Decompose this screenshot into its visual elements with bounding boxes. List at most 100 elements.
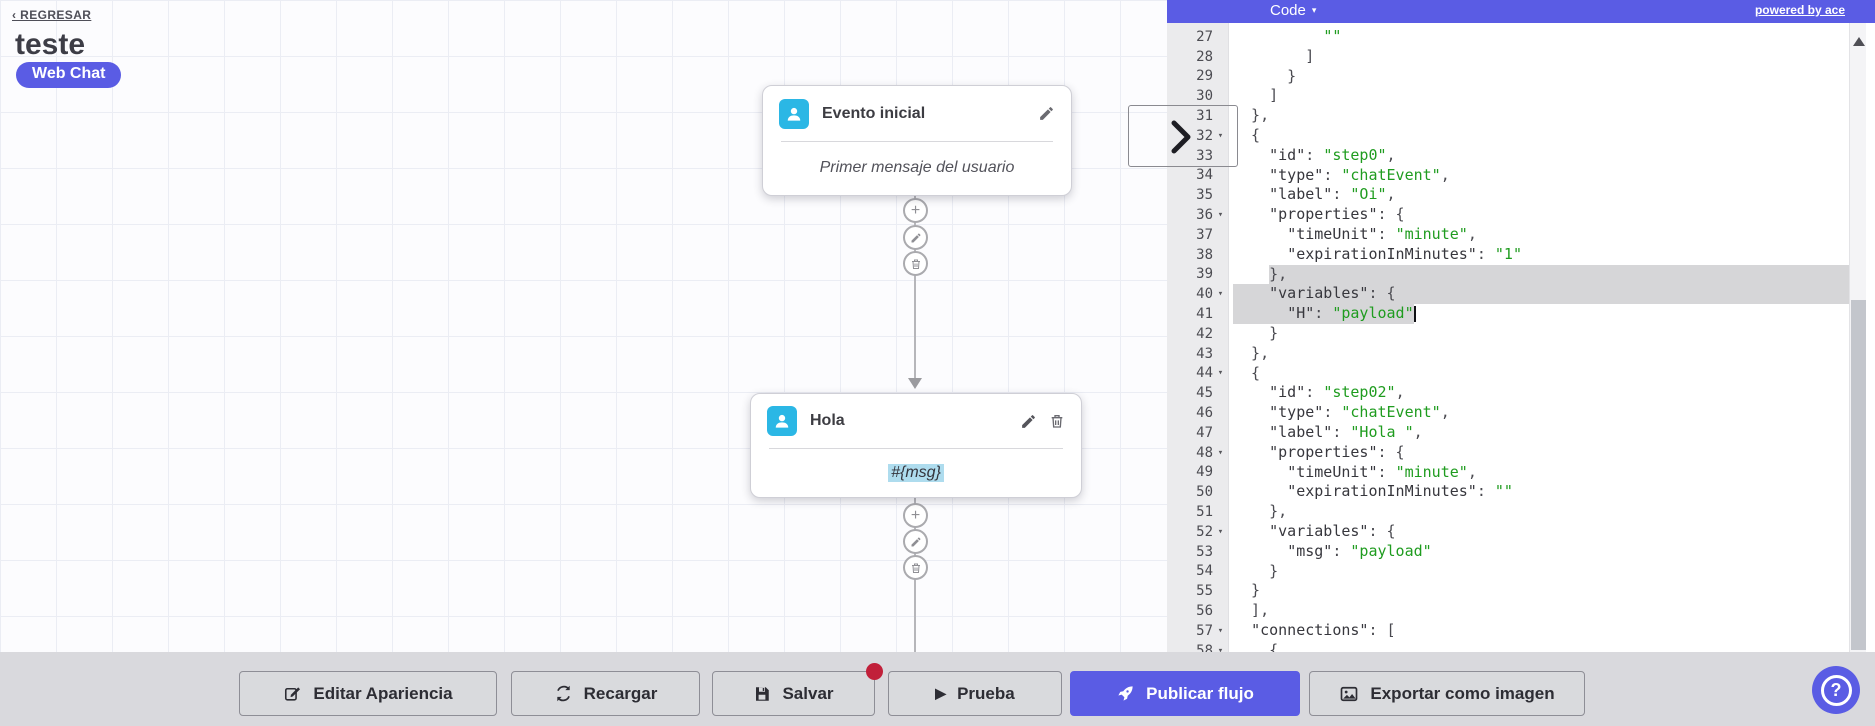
gutter-cell[interactable]: 31: [1196, 108, 1213, 125]
gutter-cell[interactable]: 41: [1196, 306, 1213, 323]
gutter-cell[interactable]: 39: [1196, 266, 1213, 283]
gutter-cell[interactable]: 40▾: [1167, 284, 1228, 304]
fold-arrow-icon[interactable]: ▾: [1217, 368, 1224, 379]
edit-connection-button[interactable]: [903, 225, 928, 250]
flow-node-evento-inicial[interactable]: Evento inicial Primer mensaje del usuari…: [762, 85, 1072, 196]
code-line[interactable]: {: [1233, 640, 1279, 652]
edit-appearance-button[interactable]: Editar Apariencia: [239, 671, 497, 716]
scrollbar-thumb[interactable]: [1851, 300, 1866, 650]
gutter-cell[interactable]: 29: [1196, 68, 1213, 85]
code-line[interactable]: },: [1233, 264, 1849, 285]
code-line[interactable]: }: [1233, 581, 1261, 600]
gutter-cell[interactable]: 54: [1196, 563, 1213, 580]
gutter-cell[interactable]: 52▾: [1167, 522, 1228, 542]
code-line[interactable]: "label": "Hola ",: [1269, 422, 1423, 441]
gutter-cell[interactable]: 50: [1196, 484, 1213, 501]
gutter-cell[interactable]: 58▾: [1167, 641, 1228, 652]
delete-node-icon[interactable]: [1049, 413, 1065, 429]
delete-connection-button[interactable]: [903, 555, 928, 580]
add-step-button[interactable]: +: [903, 198, 928, 223]
test-button[interactable]: ▶ Prueba: [888, 671, 1062, 716]
gutter-cell[interactable]: 37: [1196, 226, 1213, 243]
help-button[interactable]: ?: [1812, 666, 1860, 714]
code-line[interactable]: ]: [1233, 46, 1315, 65]
code-line[interactable]: "H": "payload": [1233, 304, 1849, 324]
gutter-cell[interactable]: 45: [1196, 385, 1213, 402]
scroll-up-arrow-icon[interactable]: [1853, 37, 1865, 46]
fold-arrow-icon[interactable]: ▾: [1217, 526, 1224, 537]
code-mode-dropdown[interactable]: Code▾: [1270, 2, 1317, 19]
fold-arrow-icon[interactable]: ▾: [1217, 130, 1224, 141]
gutter-cell[interactable]: 44▾: [1167, 364, 1228, 384]
code-line[interactable]: }: [1233, 561, 1279, 580]
gutter-cell[interactable]: 47: [1196, 424, 1213, 441]
save-button[interactable]: Salvar: [712, 663, 883, 716]
code-line[interactable]: "": [1323, 27, 1342, 45]
code-line[interactable]: "id": "step02",: [1269, 383, 1405, 402]
code-line[interactable]: },: [1233, 343, 1270, 362]
code-line[interactable]: }: [1233, 323, 1279, 342]
code-line[interactable]: "timeUnit": "minute",: [1287, 462, 1477, 481]
code-line[interactable]: "properties": {: [1269, 205, 1405, 224]
gutter-cell[interactable]: 28: [1196, 48, 1213, 65]
gutter-cell[interactable]: 38: [1196, 246, 1213, 263]
reload-button[interactable]: Recargar: [511, 671, 700, 716]
code-line[interactable]: {: [1233, 363, 1261, 382]
publish-flow-button[interactable]: Publicar flujo: [1070, 671, 1300, 716]
flow-node-hola[interactable]: Hola #{msg}: [750, 393, 1082, 498]
gutter-cell[interactable]: 34: [1196, 167, 1213, 184]
gutter-cell[interactable]: 42: [1196, 325, 1213, 342]
code-lines[interactable]: "" ] } ] }, { "id": "step0", "type": "ch…: [1233, 27, 1849, 652]
code-line[interactable]: },: [1233, 106, 1270, 125]
gutter-cell[interactable]: 33: [1196, 147, 1213, 164]
code-line[interactable]: "label": "Oi",: [1269, 185, 1396, 204]
code-line[interactable]: "expirationInMinutes": "1": [1287, 244, 1522, 263]
gutter-cell[interactable]: 32▾: [1167, 126, 1228, 146]
editor-scrollbar[interactable]: [1849, 23, 1866, 652]
fold-arrow-icon[interactable]: ▾: [1217, 289, 1224, 300]
powered-by-ace-link[interactable]: powered by ace: [1754, 3, 1845, 17]
gutter-cell[interactable]: 30: [1196, 88, 1213, 105]
code-line[interactable]: "type": "chatEvent",: [1269, 165, 1450, 184]
back-link[interactable]: ‹ REGRESAR: [12, 8, 92, 22]
code-line[interactable]: "properties": {: [1269, 442, 1405, 461]
code-line[interactable]: }: [1233, 66, 1297, 85]
gutter-cell[interactable]: 36▾: [1167, 205, 1228, 225]
fold-arrow-icon[interactable]: ▾: [1217, 625, 1224, 636]
gutter-cell[interactable]: 43: [1196, 345, 1213, 362]
code-line[interactable]: "connections": [: [1251, 620, 1396, 639]
gutter-cell[interactable]: 35: [1196, 187, 1213, 204]
code-line[interactable]: "id": "step0",: [1269, 145, 1396, 164]
collapse-panel-button[interactable]: [1128, 105, 1238, 167]
gutter-cell[interactable]: 27: [1196, 28, 1213, 45]
code-line[interactable]: },: [1233, 502, 1288, 521]
fold-arrow-icon[interactable]: ▾: [1217, 447, 1224, 458]
gutter-cell[interactable]: 51: [1196, 504, 1213, 521]
add-step-button[interactable]: +: [903, 503, 928, 528]
gutter-cell[interactable]: 56: [1196, 603, 1213, 619]
edit-node-icon[interactable]: [1020, 413, 1037, 430]
code-line[interactable]: ],: [1233, 601, 1270, 620]
code-line[interactable]: "msg": "payload": [1287, 541, 1432, 560]
fold-arrow-icon[interactable]: ▾: [1217, 645, 1224, 652]
delete-connection-button[interactable]: [903, 251, 928, 276]
fold-arrow-icon[interactable]: ▾: [1217, 210, 1224, 221]
code-line[interactable]: "variables": {: [1269, 521, 1396, 540]
user-avatar-icon: [779, 98, 809, 129]
edit-node-icon[interactable]: [1038, 105, 1055, 122]
edit-connection-button[interactable]: [903, 529, 928, 554]
export-image-button[interactable]: Exportar como imagen: [1309, 671, 1585, 716]
code-line[interactable]: "timeUnit": "minute",: [1287, 224, 1477, 243]
code-line[interactable]: "variables": {: [1233, 284, 1849, 305]
gutter-cell[interactable]: 48▾: [1167, 443, 1228, 463]
gutter-cell[interactable]: 57▾: [1167, 621, 1228, 641]
gutter-cell[interactable]: 46: [1196, 405, 1213, 422]
gutter-cell[interactable]: 53: [1196, 543, 1213, 560]
code-line[interactable]: "type": "chatEvent",: [1269, 403, 1450, 422]
gutter-cell[interactable]: 55: [1196, 583, 1213, 600]
code-line[interactable]: "expirationInMinutes": "": [1287, 482, 1513, 501]
gutter-cell[interactable]: 49: [1196, 464, 1213, 481]
code-line[interactable]: ]: [1233, 86, 1279, 105]
code-line[interactable]: {: [1233, 125, 1261, 144]
